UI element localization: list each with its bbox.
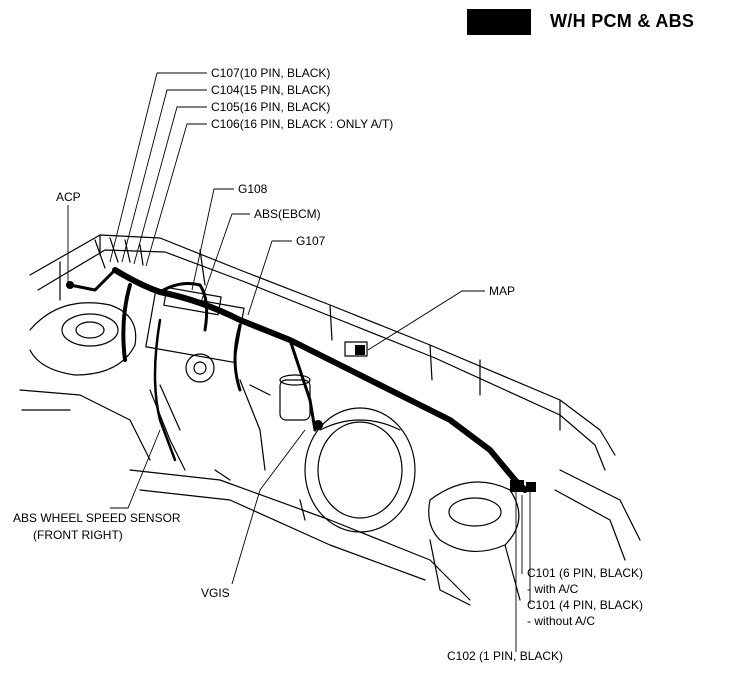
leader-vgis	[231, 429, 306, 585]
leader-abs	[199, 213, 250, 306]
firewall-outline	[29, 234, 616, 456]
label-acp: ACP	[56, 190, 81, 204]
label-c105: C105(16 PIN, BLACK)	[211, 100, 331, 114]
label-map: MAP	[489, 284, 516, 298]
leader-c107	[109, 72, 207, 263]
label-c101-6pin: C101 (6 PIN, BLACK)	[527, 566, 644, 580]
label-c102: C102 (1 PIN, BLACK)	[447, 649, 564, 663]
harness-main	[112, 267, 528, 493]
leader-abs-sensor	[110, 429, 161, 509]
page-title: W/H PCM & ABS	[550, 11, 695, 31]
front-rail	[129, 469, 471, 601]
brake-booster	[304, 407, 416, 533]
label-abs-sensor-line1: ABS WHEEL SPEED SENSOR	[13, 511, 181, 525]
label-c106: C106(16 PIN, BLACK : ONLY A/T)	[211, 117, 394, 131]
c101-connector	[510, 480, 524, 492]
header-black-box	[467, 9, 531, 35]
leader-g107	[247, 240, 292, 316]
label-c107: C107(10 PIN, BLACK)	[211, 66, 331, 80]
label-abs-sensor-line2: (FRONT RIGHT)	[33, 528, 123, 542]
leader-c106	[145, 123, 207, 267]
left-strut-tower	[29, 302, 137, 376]
right-strut-tower	[428, 481, 520, 553]
leader-c104	[121, 89, 207, 263]
label-g107: G107	[296, 234, 326, 248]
label-g108: G108	[238, 182, 268, 196]
label-c101-4pin: C101 (4 PIN, BLACK)	[527, 598, 644, 612]
label-c101-with-ac: - with A/C	[527, 582, 579, 596]
label-vgis: VGIS	[201, 586, 230, 600]
label-abs-ebcm: ABS(EBCM)	[254, 207, 321, 221]
label-c104: C104(15 PIN, BLACK)	[211, 83, 331, 97]
leader-g108	[191, 188, 234, 291]
leader-c105	[133, 106, 207, 265]
label-c101-without-ac: - without A/C	[527, 614, 596, 628]
leader-map	[367, 290, 485, 351]
